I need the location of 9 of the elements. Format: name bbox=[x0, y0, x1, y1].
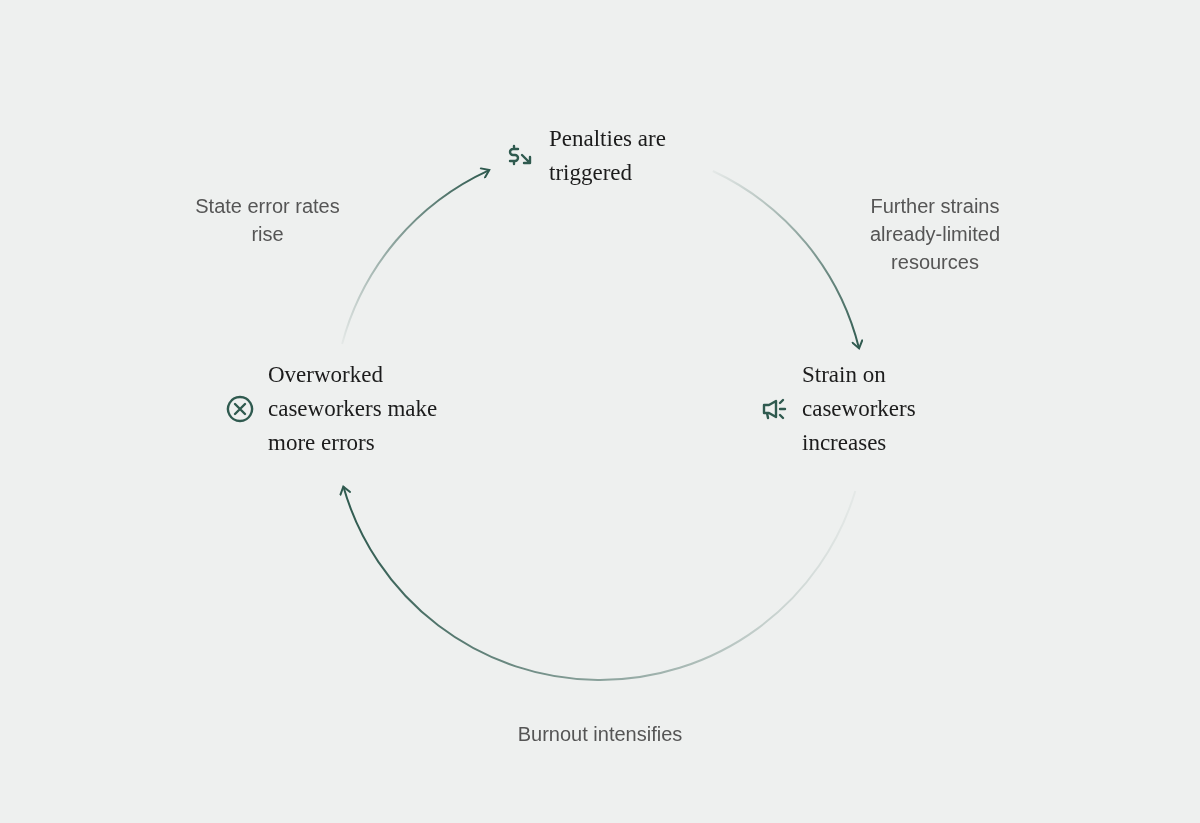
curved-arrow bbox=[340, 485, 857, 681]
step-text: Overworked caseworkers make more errors bbox=[268, 361, 439, 457]
edge-label: Burnout intensifies bbox=[516, 722, 684, 747]
step-text: Strain on caseworkers increases bbox=[802, 361, 917, 457]
curved-arrow bbox=[711, 170, 863, 350]
curved-arrow bbox=[341, 167, 491, 345]
edge-label: Further strains already-limited resources bbox=[868, 194, 1002, 275]
step-text: Penalties are triggered bbox=[549, 125, 667, 187]
edge-label: State error rates rise bbox=[194, 194, 341, 247]
